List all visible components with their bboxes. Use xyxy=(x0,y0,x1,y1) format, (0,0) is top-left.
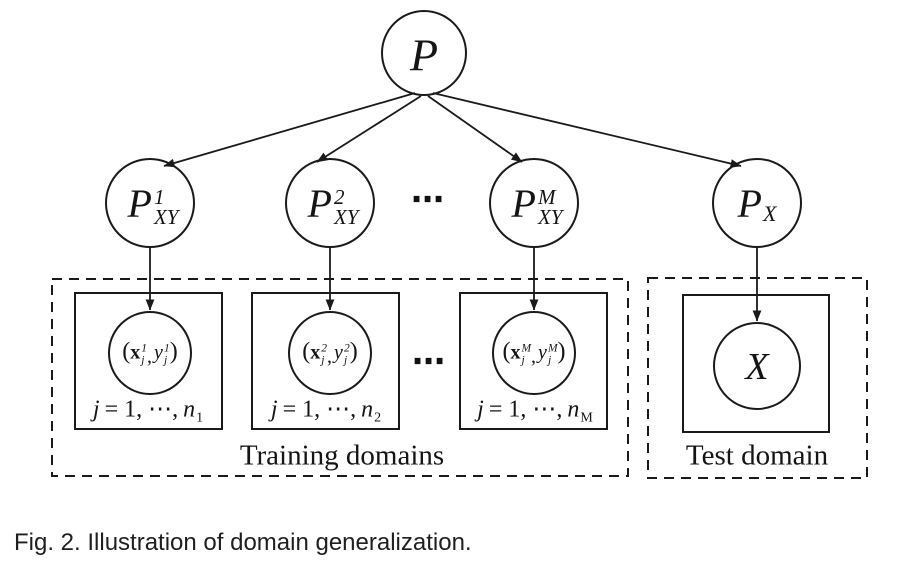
arrow-root-to-px xyxy=(432,92,742,168)
arrow-root-to-p2 xyxy=(316,95,422,163)
p-scripts: 2 XY xyxy=(333,185,359,229)
p2-circle xyxy=(285,158,375,248)
comma: , xyxy=(531,345,537,368)
range-label-M: j = 1, ⋯, n M xyxy=(477,395,593,426)
p-base: P xyxy=(127,181,152,226)
range-middle: = 1, ⋯, xyxy=(104,396,179,423)
p-superscript: 1 xyxy=(153,185,165,210)
open-paren: ( xyxy=(302,338,311,365)
range-label-1: j = 1, ⋯, n 1 xyxy=(92,395,204,426)
node-label-px: P X xyxy=(737,181,777,227)
x-subscript: j xyxy=(521,354,525,366)
p-subscript: XY xyxy=(537,205,563,229)
close-paren: ) xyxy=(557,338,566,365)
y-superscript: 1 xyxy=(163,342,170,355)
n-subscript: 2 xyxy=(374,410,382,426)
p-scripts: M XY xyxy=(537,185,563,229)
p-scripts: 1 XY xyxy=(153,185,179,229)
diagram-canvas xyxy=(51,10,868,479)
y-var: y xyxy=(538,341,547,364)
n-subscript: 1 xyxy=(196,410,204,426)
x-vector: x xyxy=(510,341,521,364)
sample-circle-1 xyxy=(108,311,192,395)
training-domains-dashed-box xyxy=(51,278,629,477)
p-subscript: XY xyxy=(153,205,179,229)
n-var: n xyxy=(361,396,374,423)
y-scripts: M j xyxy=(547,342,558,367)
close-paren: ) xyxy=(349,338,358,365)
y-var: y xyxy=(334,341,343,364)
y-subscript: j xyxy=(547,354,552,366)
x-subscript: j xyxy=(141,354,145,366)
comma: , xyxy=(147,345,153,368)
x-superscript: 1 xyxy=(141,342,148,355)
root-circle xyxy=(381,10,467,96)
n-var: n xyxy=(183,396,196,423)
x-scripts: 2 j xyxy=(321,342,328,367)
test-domain-label: Test domain xyxy=(685,439,829,472)
arrow-root-to-p1 xyxy=(163,92,416,168)
p-superscript: 2 xyxy=(333,185,345,210)
p-superscript: M xyxy=(537,185,556,210)
y-superscript: M xyxy=(547,342,558,355)
arrow-root-to-pM xyxy=(427,95,523,163)
x-superscript: M xyxy=(521,342,532,355)
p-subscript: X xyxy=(762,201,777,226)
comma: , xyxy=(327,345,333,368)
y-scripts: 1 j xyxy=(163,342,170,367)
x-scripts: M j xyxy=(521,342,532,367)
close-paren: ) xyxy=(169,338,178,365)
sample-label-1: ( x 1 j , y 1 j ) xyxy=(122,338,178,368)
j-var: j xyxy=(270,396,278,423)
root-node-label: P xyxy=(410,29,438,82)
sample-circle-2 xyxy=(288,311,372,395)
ellipsis-distributions: ⋯ xyxy=(411,179,447,219)
x-subscript: j xyxy=(321,354,325,366)
j-var: j xyxy=(477,396,484,423)
j-var: j xyxy=(92,396,100,423)
x-vector: x xyxy=(130,341,141,364)
open-paren: ( xyxy=(122,338,131,365)
x-superscript: 2 xyxy=(321,342,328,355)
p-subscript: XY xyxy=(333,205,359,229)
test-x-label: X xyxy=(745,346,769,388)
ellipsis-boxes: ⋯ xyxy=(412,341,448,381)
p1-circle xyxy=(105,158,195,248)
p-base: P xyxy=(307,181,332,226)
figure-caption: Fig. 2. Illustration of domain generaliz… xyxy=(14,529,472,556)
p-base: P xyxy=(511,181,536,226)
script-P-symbol: P xyxy=(409,29,439,81)
y-superscript: 2 xyxy=(343,342,350,355)
sample-label-2: ( x 2 j , y 2 j ) xyxy=(302,338,358,368)
open-paren: ( xyxy=(502,338,511,365)
node-label-pM: P M XY xyxy=(511,181,563,228)
training-domains-label: Training domains xyxy=(239,439,445,472)
range-label-2: j = 1, ⋯, n 2 xyxy=(270,395,382,426)
x-vector: x xyxy=(310,341,321,364)
x-scripts: 1 j xyxy=(141,342,148,367)
p-base: P xyxy=(737,181,762,226)
pM-circle xyxy=(489,158,579,248)
y-subscript: j xyxy=(343,354,348,366)
y-var: y xyxy=(154,341,163,364)
y-subscript: j xyxy=(163,354,168,366)
range-middle: = 1, ⋯, xyxy=(282,396,357,423)
sample-circle-M xyxy=(492,311,576,395)
sample-label-M: ( x M j , y M j ) xyxy=(502,338,566,368)
test-x-circle xyxy=(713,322,801,410)
n-subscript: M xyxy=(580,410,593,426)
y-scripts: 2 j xyxy=(343,342,350,367)
node-label-p1: P 1 XY xyxy=(127,181,179,228)
node-label-p2: P 2 XY xyxy=(307,181,359,228)
range-middle: = 1, ⋯, xyxy=(488,396,563,423)
px-circle xyxy=(712,158,802,248)
n-var: n xyxy=(567,396,580,423)
